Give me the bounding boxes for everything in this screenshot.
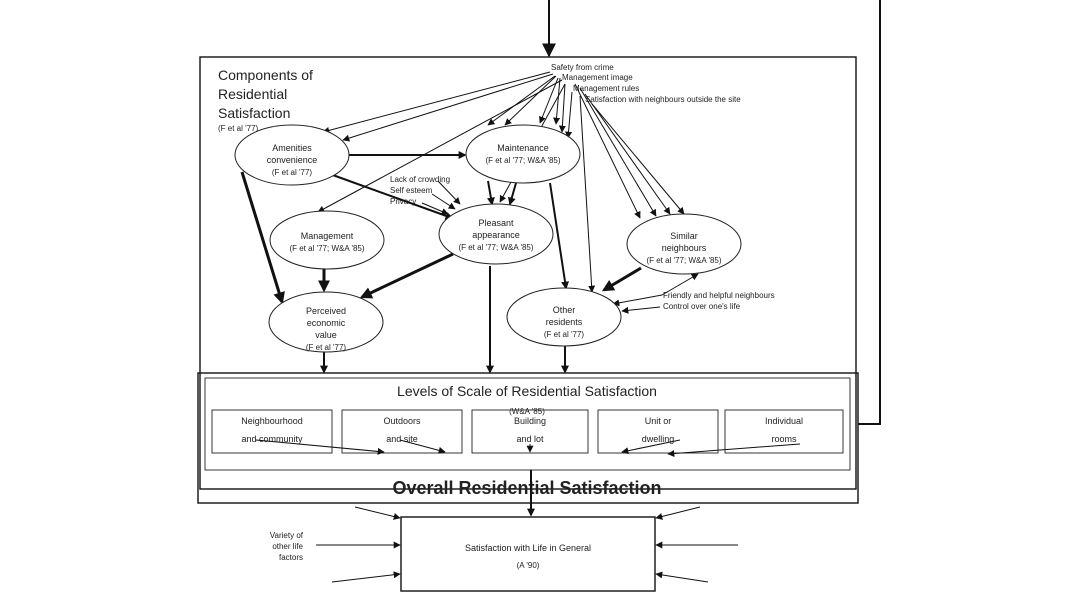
factor-self-esteem: Self esteem — [390, 186, 433, 195]
svg-text:Individual: Individual — [765, 416, 803, 426]
svg-text:Building: Building — [514, 416, 546, 426]
svg-text:(F et al '77): (F et al '77) — [272, 168, 313, 177]
scale-box-outdoors: Outdoors and site — [341, 409, 463, 454]
variety-line3: factors — [279, 553, 303, 562]
svg-text:neighbours: neighbours — [662, 243, 707, 253]
factor-privacy: Privacy — [390, 197, 416, 206]
svg-text:Amenities: Amenities — [272, 143, 312, 153]
svg-text:(F et al '77; W&A '85): (F et al '77; W&A '85) — [646, 256, 721, 265]
scale-box-unit: Unit or dwelling — [597, 409, 719, 454]
svg-text:and community: and community — [241, 434, 303, 444]
svg-text:Maintenance: Maintenance — [497, 143, 549, 153]
levels-outer-box — [197, 372, 859, 504]
node-maintenance: Maintenance (F et al '77; W&A '85) — [465, 124, 581, 184]
components-title-line1: Components of — [218, 67, 313, 83]
svg-text:(F et al '77): (F et al '77) — [544, 330, 585, 339]
components-box — [199, 56, 857, 490]
svg-text:and site: and site — [386, 434, 418, 444]
factor-management-rules: Management rules — [573, 84, 639, 93]
node-perceived-value: Perceived economic value (F et al '77) — [268, 291, 384, 353]
node-pleasant-appearance: Pleasant appearance (F et al '77; W&A '8… — [438, 203, 554, 265]
svg-text:dwelling: dwelling — [642, 434, 675, 444]
life-satisfaction-title: Satisfaction with Life in General — [465, 543, 591, 553]
svg-text:(F et al '77; W&A '85): (F et al '77; W&A '85) — [458, 243, 533, 252]
levels-cite: (W&A '85) — [509, 407, 545, 416]
factor-lack-crowding: Lack of crowding — [390, 175, 450, 184]
svg-text:convenience: convenience — [267, 155, 318, 165]
svg-text:(F et al '77; W&A '85): (F et al '77; W&A '85) — [485, 156, 560, 165]
node-similar-neighbours: Similar neighbours (F et al '77; W&A '85… — [626, 213, 742, 275]
factor-neighbours-outside: Satisfaction with neighbours outside the… — [585, 95, 741, 104]
svg-text:residents: residents — [546, 317, 583, 327]
mid-factor-arrows — [421, 180, 461, 215]
feedback-loop-line — [858, 0, 881, 425]
svg-text:Outdoors: Outdoors — [383, 416, 421, 426]
svg-text:Pleasant: Pleasant — [478, 218, 514, 228]
svg-text:Other: Other — [553, 305, 576, 315]
top-factor-arrows — [317, 71, 685, 293]
levels-title: Levels of Scale of Residential Satisfact… — [397, 383, 657, 399]
side-factor-arrows — [612, 273, 699, 314]
svg-text:and lot: and lot — [516, 434, 544, 444]
life-satisfaction-cite: (A '90) — [517, 561, 540, 570]
life-factor-arrows — [316, 506, 738, 583]
node-other-residents: Other residents (F et al '77) — [506, 287, 622, 347]
svg-text:(F et al '77): (F et al '77) — [306, 343, 347, 352]
node-arrows — [240, 151, 642, 374]
factor-friendly-neighbours: Friendly and helpful neighbours — [663, 291, 775, 300]
scale-box-neighbourhood: Neighbourhood and community — [211, 409, 333, 454]
svg-text:Unit or: Unit or — [645, 416, 672, 426]
svg-text:Neighbourhood: Neighbourhood — [241, 416, 303, 426]
variety-line2: other life — [272, 542, 303, 551]
factor-safety: Safety from crime — [551, 63, 614, 72]
components-title-line3: Satisfaction — [218, 105, 290, 121]
node-amenities: Amenities convenience (F et al '77) — [234, 124, 350, 186]
scale-arrows — [255, 439, 801, 458]
svg-text:(F et al '77; W&A '85): (F et al '77; W&A '85) — [289, 244, 364, 253]
scale-box-building: Building and lot — [471, 409, 589, 454]
components-title-line2: Residential — [218, 86, 287, 102]
node-management: Management (F et al '77; W&A '85) — [269, 210, 385, 270]
scale-box-rooms: Individual rooms — [724, 409, 844, 454]
svg-text:economic: economic — [307, 318, 346, 328]
svg-text:Similar: Similar — [670, 231, 698, 241]
levels-inner-box — [204, 377, 851, 471]
variety-line1: Variety of — [270, 531, 304, 540]
components-cite: (F et al '77) — [218, 124, 259, 133]
factor-management-image: Management image — [562, 73, 633, 82]
svg-text:Management: Management — [301, 231, 354, 241]
factor-control-life: Control over one's life — [663, 302, 741, 311]
svg-text:Perceived: Perceived — [306, 306, 346, 316]
svg-text:value: value — [315, 330, 337, 340]
svg-text:rooms: rooms — [771, 434, 797, 444]
overall-satisfaction-label: Overall Residential Satisfaction — [392, 478, 661, 498]
life-satisfaction-box — [400, 516, 656, 592]
svg-text:appearance: appearance — [472, 230, 520, 240]
